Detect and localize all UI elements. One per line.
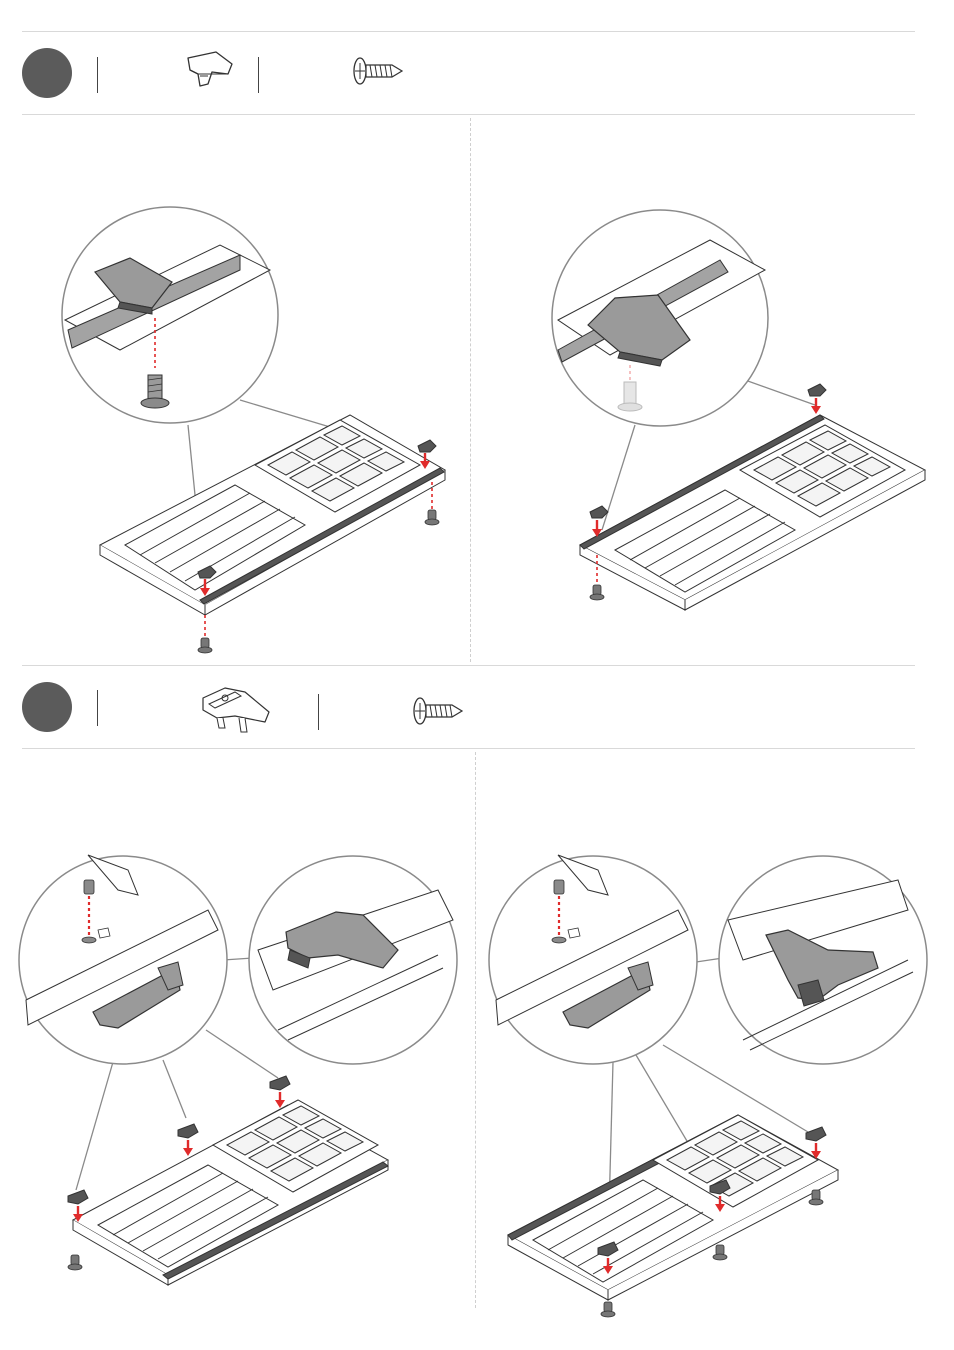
step1-header-rule (22, 114, 915, 115)
step-1-badge (22, 48, 72, 98)
step-1-right-illustration (540, 200, 940, 630)
step-2-separator-a (97, 690, 98, 726)
step-1-separator-b (258, 57, 259, 93)
step2-panel-divider (475, 752, 476, 1308)
step-2-badge (22, 682, 72, 732)
step-2-left-illustration (18, 850, 468, 1290)
hinge-bracket-icon (195, 680, 275, 734)
step-1-left-illustration (40, 200, 460, 660)
door-panel (100, 415, 445, 615)
screw-icon (350, 56, 406, 86)
step1-panel-divider (470, 118, 471, 662)
step2-top-rule (22, 665, 915, 666)
top-rule (22, 31, 915, 32)
wedge-clip-icon (182, 48, 238, 92)
step-1-separator-a (97, 57, 98, 93)
step2-header-rule (22, 748, 915, 749)
screw-icon (410, 696, 466, 726)
step-2-right-illustration (488, 850, 938, 1320)
step-2-separator-b (318, 694, 319, 730)
